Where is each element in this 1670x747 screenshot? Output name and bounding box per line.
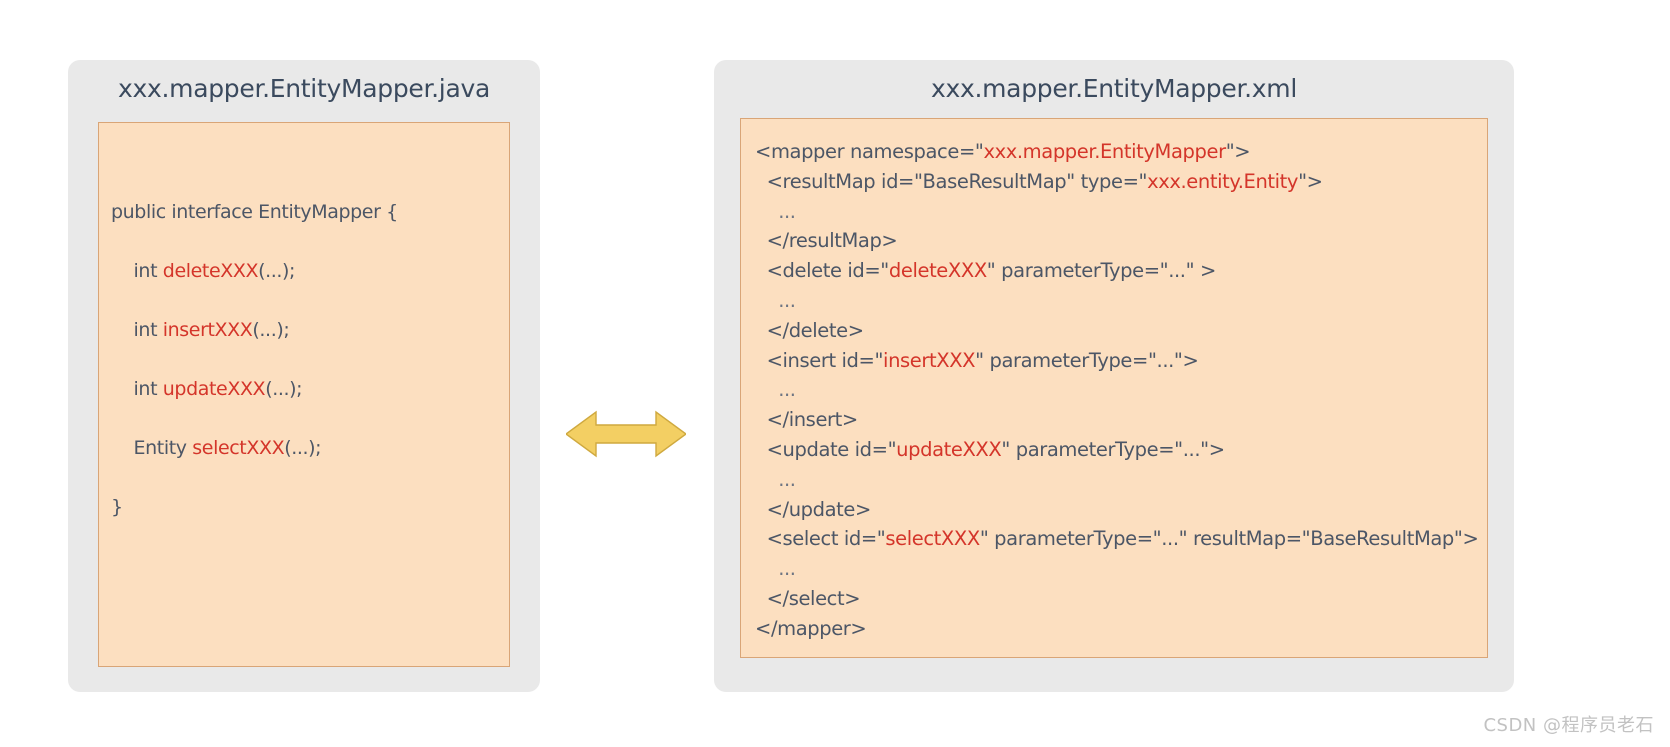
- java-code-block: public interface EntityMapper { int dele…: [98, 122, 510, 667]
- code-line: <resultMap id="BaseResultMap" type="xxx.…: [755, 167, 1487, 197]
- xml-panel-title: xxx.mapper.EntityMapper.xml: [931, 74, 1297, 103]
- code-line: </update>: [755, 495, 1487, 525]
- code-token: int: [111, 378, 163, 400]
- code-token: </select>: [755, 586, 861, 610]
- code-line: <insert id="insertXXX" parameterType="..…: [755, 346, 1487, 376]
- code-token: (...);: [265, 378, 303, 400]
- code-token-highlight: updateXXX: [896, 437, 1002, 461]
- code-token: (...);: [252, 319, 290, 341]
- code-token-ellipsis: ...: [755, 288, 796, 312]
- code-token-highlight: deleteXXX: [162, 260, 259, 282]
- code-token: </delete>: [755, 318, 864, 342]
- java-mapper-panel: xxx.mapper.EntityMapper.java public inte…: [68, 60, 540, 692]
- code-token: <insert id=": [755, 348, 884, 372]
- code-token: " parameterType="..." >: [986, 259, 1217, 283]
- code-token: <update id=": [755, 437, 897, 461]
- code-line: <delete id="deleteXXX" parameterType="..…: [755, 256, 1487, 286]
- code-token-highlight: xxx.entity.Entity: [1147, 169, 1299, 193]
- code-token-ellipsis: ...: [755, 199, 796, 223]
- code-line: ...: [755, 286, 1487, 316]
- code-line: </mapper>: [755, 614, 1487, 644]
- code-token-highlight: updateXXX: [162, 378, 266, 400]
- code-line: </resultMap>: [755, 226, 1487, 256]
- code-token-highlight: deleteXXX: [888, 259, 987, 283]
- xml-code-block: <mapper namespace="xxx.mapper.EntityMapp…: [740, 118, 1488, 658]
- code-token: " parameterType="...">: [975, 348, 1199, 372]
- code-line: int updateXXX(...);: [111, 360, 509, 419]
- code-line: <update id="updateXXX" parameterType="..…: [755, 435, 1487, 465]
- code-line: <select id="selectXXX" parameterType="..…: [755, 524, 1487, 554]
- code-token: public interface EntityMapper {: [111, 201, 398, 223]
- code-token: (...);: [284, 437, 322, 459]
- code-token: " parameterType="..." resultMap="BaseRes…: [979, 527, 1479, 551]
- code-token: " parameterType="...">: [1001, 437, 1225, 461]
- code-line: Entity selectXXX(...);: [111, 419, 509, 478]
- code-token: ">: [1225, 140, 1251, 163]
- code-token: Entity: [111, 437, 193, 459]
- code-token: ">: [1298, 169, 1323, 193]
- code-token: (...);: [258, 260, 296, 282]
- code-token: </mapper>: [755, 616, 867, 640]
- code-token: <select id=": [755, 527, 886, 551]
- xml-mapper-panel: xxx.mapper.EntityMapper.xml <mapper name…: [714, 60, 1514, 692]
- code-token-highlight: xxx.mapper.EntityMapper: [983, 140, 1226, 163]
- code-token: int: [111, 319, 163, 341]
- code-token: <delete id=": [755, 259, 890, 283]
- code-token-highlight: selectXXX: [885, 527, 980, 551]
- java-panel-title: xxx.mapper.EntityMapper.java: [118, 74, 490, 103]
- code-token-ellipsis: ...: [755, 378, 796, 402]
- code-token: </update>: [755, 497, 872, 521]
- code-line: ...: [755, 197, 1487, 227]
- code-token-highlight: insertXXX: [162, 319, 253, 341]
- code-line: int deleteXXX(...);: [111, 242, 509, 301]
- code-line: public interface EntityMapper {: [111, 183, 509, 242]
- csdn-watermark: CSDN @程序员老石: [1483, 715, 1654, 736]
- code-line: ...: [755, 465, 1487, 495]
- code-line: </insert>: [755, 405, 1487, 435]
- code-token: <mapper namespace=": [755, 140, 984, 163]
- code-token: </resultMap>: [755, 229, 898, 253]
- code-line: ...: [755, 554, 1487, 584]
- bidirectional-arrow-svg: [564, 410, 688, 458]
- code-line: int insertXXX(...);: [111, 301, 509, 360]
- code-token: <resultMap id="BaseResultMap" type=": [755, 169, 1148, 193]
- code-token: int: [111, 260, 163, 282]
- code-token: }: [111, 496, 123, 518]
- code-line: <mapper namespace="xxx.mapper.EntityMapp…: [755, 137, 1487, 167]
- code-token-highlight: selectXXX: [192, 437, 285, 459]
- code-line: </delete>: [755, 316, 1487, 346]
- code-token: </insert>: [755, 408, 859, 432]
- code-line: ...: [755, 375, 1487, 405]
- code-token-highlight: insertXXX: [883, 348, 976, 372]
- bidirectional-arrow-icon: [564, 408, 688, 460]
- code-token-ellipsis: ...: [755, 557, 796, 581]
- code-line: }: [111, 478, 509, 537]
- code-token-ellipsis: ...: [755, 467, 796, 491]
- code-line: </select>: [755, 584, 1487, 614]
